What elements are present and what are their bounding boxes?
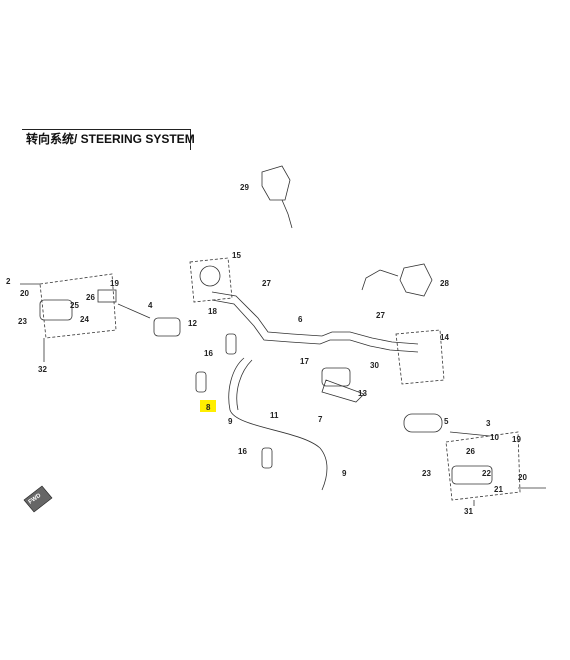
callout-17: 17 xyxy=(300,357,309,366)
callout-8: 8 xyxy=(206,403,211,412)
callout-28: 28 xyxy=(440,279,449,288)
callout-13: 13 xyxy=(358,389,367,398)
callout-18: 18 xyxy=(208,307,217,316)
callout-9: 9 xyxy=(342,469,347,478)
callout-9: 9 xyxy=(228,417,233,426)
callout-7: 7 xyxy=(318,415,323,424)
callout-26: 26 xyxy=(466,447,475,456)
callout-5: 5 xyxy=(444,417,449,426)
callout-27: 27 xyxy=(376,311,385,320)
forward-arrow-icon: FWD xyxy=(23,485,53,513)
callout-16: 16 xyxy=(204,349,213,358)
callout-27: 27 xyxy=(262,279,271,288)
callout-32: 32 xyxy=(38,365,47,374)
callout-26: 26 xyxy=(86,293,95,302)
callout-6: 6 xyxy=(298,315,303,324)
brake-cable xyxy=(228,357,328,491)
highlight-marker xyxy=(200,400,216,412)
callout-24: 24 xyxy=(80,315,89,324)
callout-19: 19 xyxy=(110,279,119,288)
callout-21: 21 xyxy=(494,485,503,494)
callout-31: 31 xyxy=(464,507,473,516)
throttle-housing xyxy=(153,317,181,337)
callout-4: 4 xyxy=(148,301,153,310)
mirror-right xyxy=(399,263,433,297)
callout-22: 22 xyxy=(482,469,491,478)
handlebar xyxy=(211,291,419,345)
diagram-title: 转向系统/ STEERING SYSTEM xyxy=(26,132,195,146)
callout-20: 20 xyxy=(518,473,527,482)
callout-12: 12 xyxy=(188,319,197,328)
callout-10: 10 xyxy=(490,433,499,442)
callout-3: 3 xyxy=(486,419,491,428)
callout-11: 11 xyxy=(270,411,279,420)
callout-30: 30 xyxy=(370,361,379,370)
mirror-left xyxy=(261,165,291,201)
callout-23: 23 xyxy=(18,317,27,326)
callout-2: 2 xyxy=(6,277,11,286)
callout-15: 15 xyxy=(232,251,241,260)
callout-23: 23 xyxy=(422,469,431,478)
title-frame xyxy=(22,129,191,150)
callout-20: 20 xyxy=(20,289,29,298)
right-grip xyxy=(403,413,443,433)
callout-16: 16 xyxy=(238,447,247,456)
brake-lever xyxy=(321,379,365,403)
callout-25: 25 xyxy=(70,301,79,310)
callout-14: 14 xyxy=(440,333,449,342)
callout-29: 29 xyxy=(240,183,249,192)
callout-19: 19 xyxy=(512,435,521,444)
right-switch-group-outline xyxy=(445,431,521,501)
